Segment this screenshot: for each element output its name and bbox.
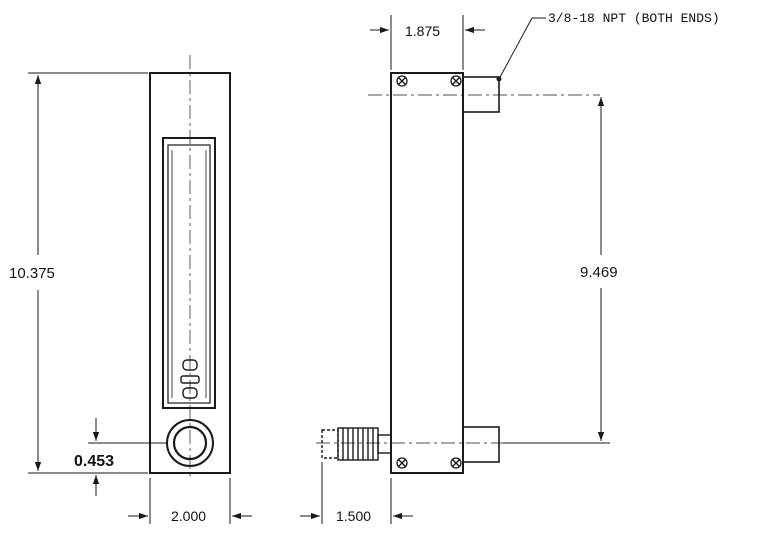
port-spacing-dimension <box>503 97 610 444</box>
npt-callout-label: 3/8-18 NPT (BOTH ENDS) <box>548 11 720 26</box>
npt-callout-leader <box>496 17 546 82</box>
flow-tube <box>167 144 211 404</box>
port-spacing-label: 9.469 <box>580 264 618 281</box>
height-dimension-label: 10.375 <box>9 265 55 282</box>
port-offset-dimension <box>88 418 166 496</box>
side-view <box>316 72 600 474</box>
port-offset-label: 0.453 <box>74 453 114 470</box>
sight-window <box>162 137 216 409</box>
front-width-dimension <box>128 478 252 524</box>
bottom-npt-port <box>462 426 500 463</box>
needle-valve-knob <box>321 427 392 461</box>
bottom-port-fitting <box>166 419 214 467</box>
width-dimension-label: 2.000 <box>171 508 206 524</box>
valve-extension-dimension <box>300 462 413 524</box>
valve-extension-label: 1.500 <box>336 508 371 524</box>
float-indicator <box>180 359 200 399</box>
mounting-screws <box>396 75 462 469</box>
side-thickness-dimension <box>370 15 485 70</box>
thickness-dimension-label: 1.875 <box>405 23 440 39</box>
front-view <box>149 55 231 480</box>
side-body-outline <box>390 72 464 474</box>
top-npt-port <box>462 76 500 113</box>
